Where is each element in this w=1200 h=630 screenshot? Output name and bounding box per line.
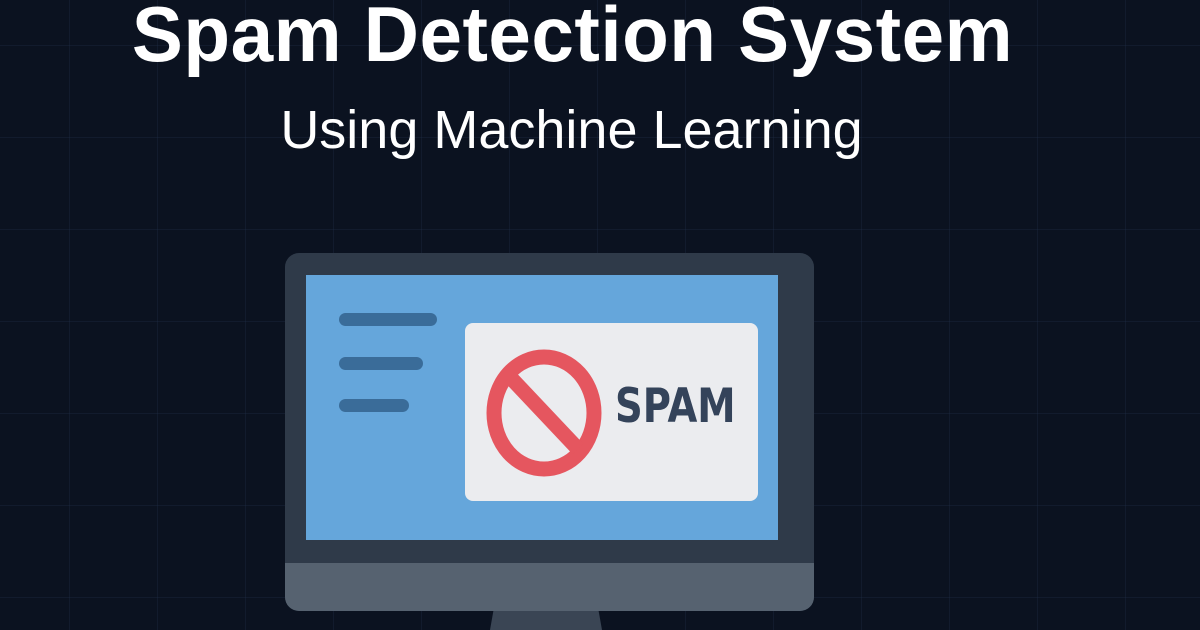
text-line-placeholder bbox=[339, 357, 423, 370]
page-subtitle: Using Machine Learning bbox=[280, 100, 863, 160]
prohibited-icon bbox=[486, 349, 602, 477]
text-line-placeholder bbox=[339, 399, 409, 412]
spam-alert-card: SPAM bbox=[465, 323, 758, 501]
page-title: Spam Detection System bbox=[131, 0, 1014, 78]
monitor-screen: SPAM bbox=[306, 275, 778, 540]
text-line-placeholder bbox=[339, 313, 437, 326]
monitor-stand bbox=[490, 611, 602, 630]
monitor-illustration: SPAM bbox=[285, 253, 814, 611]
monitor-chin bbox=[285, 563, 814, 611]
spam-label: SPAM bbox=[615, 379, 736, 434]
